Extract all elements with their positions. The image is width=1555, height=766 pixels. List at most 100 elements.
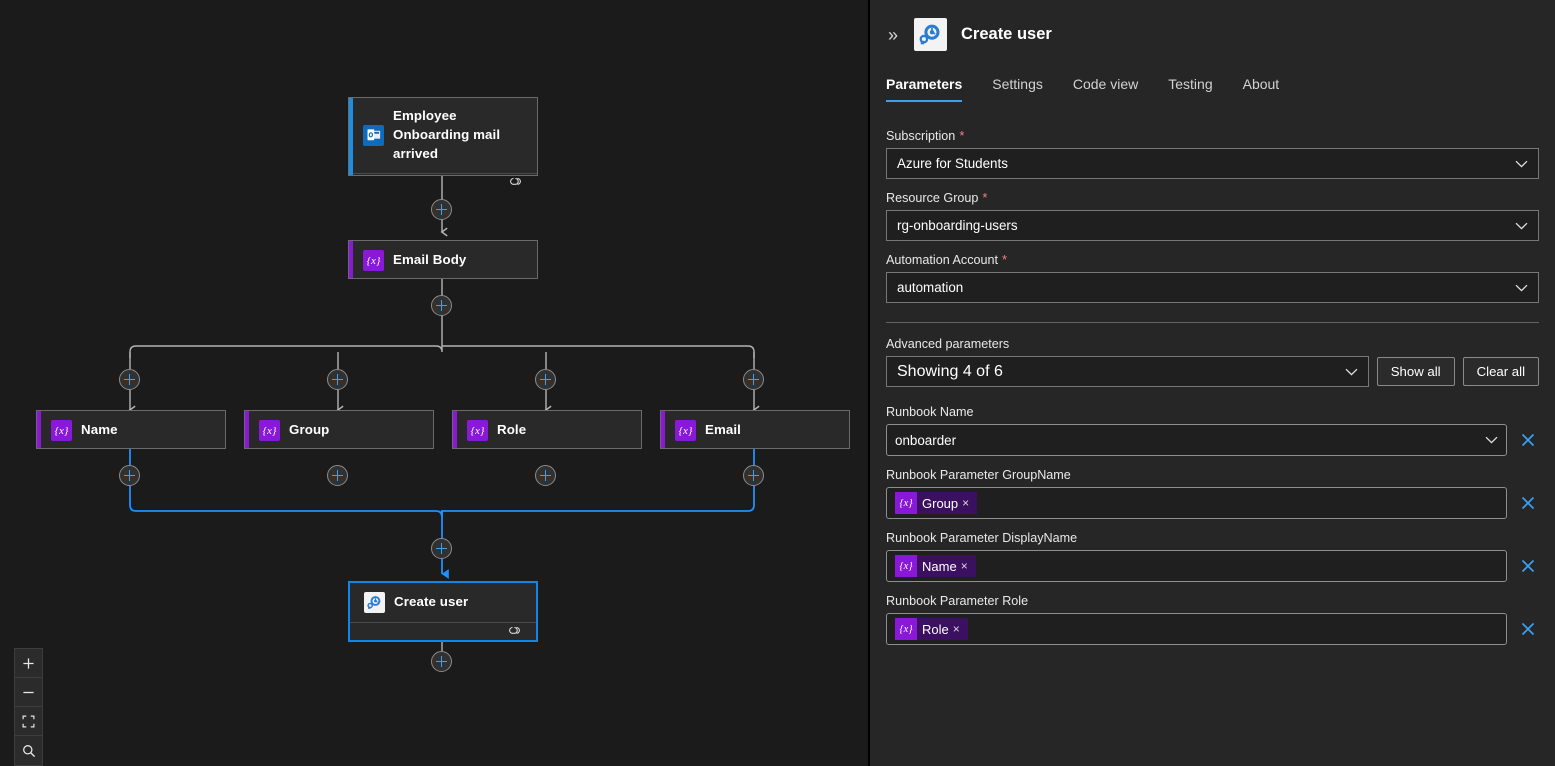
token-label: Group (922, 495, 959, 511)
field-label: Resource Group * (886, 190, 1539, 205)
variable-icon: {x} (675, 420, 696, 441)
selected-value: rg-onboarding-users (897, 218, 1018, 233)
node-email-body[interactable]: {x} Email Body (348, 240, 538, 279)
field-resource-group: Resource Group * rg-onboarding-users (886, 190, 1539, 241)
clear-runbook-name-button[interactable] (1517, 429, 1539, 451)
field-automation-account: Automation Account * automation (886, 252, 1539, 303)
add-step-button[interactable] (327, 465, 348, 486)
page-title: Create user (961, 25, 1052, 43)
clear-groupname-button[interactable] (1517, 492, 1539, 514)
tab-testing[interactable]: Testing (1168, 76, 1213, 92)
add-step-button[interactable] (431, 651, 452, 672)
node-name[interactable]: {x} Name (36, 410, 226, 449)
add-step-button[interactable] (743, 369, 764, 390)
required-marker: * (982, 190, 988, 205)
node-header: {x} Email (661, 411, 849, 450)
add-step-button[interactable] (743, 465, 764, 486)
node-employee-onboarding-trigger[interactable]: Employee Onboarding mail arrived (348, 97, 538, 185)
subscription-select[interactable]: Azure for Students (886, 148, 1539, 179)
add-step-button[interactable] (431, 295, 452, 316)
token-chip[interactable]: {x} Role × (895, 618, 968, 640)
add-step-button[interactable] (431, 199, 452, 220)
add-step-button[interactable] (535, 465, 556, 486)
node-email[interactable]: {x} Email (660, 410, 850, 449)
label-text: Subscription (886, 129, 956, 143)
variable-icon: {x} (259, 420, 280, 441)
variable-icon: {x} (51, 420, 72, 441)
field-runbook-parameter-role: Runbook Parameter Role {x} Role × (886, 594, 1539, 645)
add-step-button[interactable] (119, 369, 140, 390)
link-icon[interactable] (507, 623, 522, 641)
label-text: Runbook Parameter DisplayName (886, 531, 1078, 545)
node-accent-bar (245, 411, 249, 448)
canvas-zoom-toolbar[interactable] (14, 648, 43, 766)
zoom-out-button[interactable] (15, 678, 42, 707)
node-group[interactable]: {x} Group (244, 410, 434, 449)
field-advanced-parameters: Advanced parameters Showing 4 of 6 Show … (886, 337, 1539, 387)
advanced-parameters-select[interactable]: Showing 4 of 6 (886, 356, 1369, 387)
node-create-user[interactable]: Create user (348, 581, 538, 642)
node-title: Name (81, 422, 118, 438)
resource-group-select[interactable]: rg-onboarding-users (886, 210, 1539, 241)
tab-code-view[interactable]: Code view (1072, 76, 1139, 92)
expand-chevron-icon[interactable]: » (887, 24, 898, 45)
outlook-icon (363, 124, 384, 146)
node-title: Email (705, 422, 741, 438)
node-header: {x} Email Body (349, 241, 537, 280)
tab-about[interactable]: About (1242, 76, 1280, 92)
add-step-button[interactable] (119, 465, 140, 486)
show-all-button[interactable]: Show all (1376, 357, 1455, 386)
panel-header: » Create user (870, 0, 1555, 56)
node-title: Email Body (393, 252, 467, 268)
field-runbook-parameter-groupname: Runbook Parameter GroupName {x} Group × (886, 468, 1539, 519)
fit-to-screen-button[interactable] (15, 707, 42, 736)
node-title: Employee Onboarding mail arrived (393, 108, 501, 161)
token-label: Role (922, 621, 949, 637)
node-accent-bar (349, 98, 353, 175)
clear-role-button[interactable] (1517, 618, 1539, 640)
token-label: Name (922, 558, 957, 574)
variable-icon: {x} (363, 250, 384, 271)
zoom-in-button[interactable] (15, 649, 42, 678)
variable-icon: {x} (895, 492, 917, 514)
add-step-button[interactable] (431, 538, 452, 559)
field-runbook-parameter-displayname: Runbook Parameter DisplayName {x} Name × (886, 531, 1539, 582)
tab-parameters[interactable]: Parameters (886, 72, 978, 102)
tab-settings[interactable]: Settings (992, 76, 1043, 92)
control-row: Azure for Students (886, 148, 1539, 179)
token-remove-icon[interactable]: × (962, 496, 970, 510)
chevron-down-icon (1515, 284, 1528, 292)
add-step-button[interactable] (327, 369, 348, 390)
workflow-canvas[interactable]: Employee Onboarding mail arrived {x} Ema… (0, 0, 868, 766)
runbook-name-select[interactable]: onboarder (886, 424, 1507, 456)
token-remove-icon[interactable]: × (952, 622, 960, 636)
create-user-details-panel: » Create user Parameters Settings Code v… (870, 0, 1555, 766)
label-text: Resource Group (886, 191, 979, 205)
chevron-down-icon (1515, 222, 1528, 230)
node-role[interactable]: {x} Role (452, 410, 642, 449)
zoom-search-button[interactable] (15, 736, 42, 765)
token-chip[interactable]: {x} Group × (895, 492, 978, 514)
node-title: Create user (394, 594, 469, 610)
runbook-parameter-displayname-input[interactable]: {x} Name × (886, 550, 1507, 582)
automation-account-select[interactable]: automation (886, 272, 1539, 303)
chevron-down-icon (1515, 160, 1528, 168)
selected-value: Showing 4 of 6 (897, 362, 1003, 380)
node-accent-bar (37, 411, 41, 448)
add-step-button[interactable] (535, 369, 556, 390)
node-accent-bar (453, 411, 457, 448)
variable-icon: {x} (467, 420, 488, 441)
runbook-parameter-role-input[interactable]: {x} Role × (886, 613, 1507, 645)
clear-displayname-button[interactable] (1517, 555, 1539, 577)
chevron-down-icon (1485, 436, 1498, 444)
node-header: Employee Onboarding mail arrived (349, 98, 537, 173)
chevron-down-icon (1345, 368, 1358, 376)
node-title: Role (497, 422, 527, 438)
clear-all-button[interactable]: Clear all (1462, 357, 1539, 386)
field-label: Runbook Parameter Role (886, 594, 1539, 608)
runbook-parameter-groupname-input[interactable]: {x} Group × (886, 487, 1507, 519)
panel-tabs[interactable]: Parameters Settings Code view Testing Ab… (870, 72, 1555, 112)
token-chip[interactable]: {x} Name × (895, 555, 976, 577)
token-remove-icon[interactable]: × (960, 559, 968, 573)
link-icon[interactable] (508, 174, 523, 192)
